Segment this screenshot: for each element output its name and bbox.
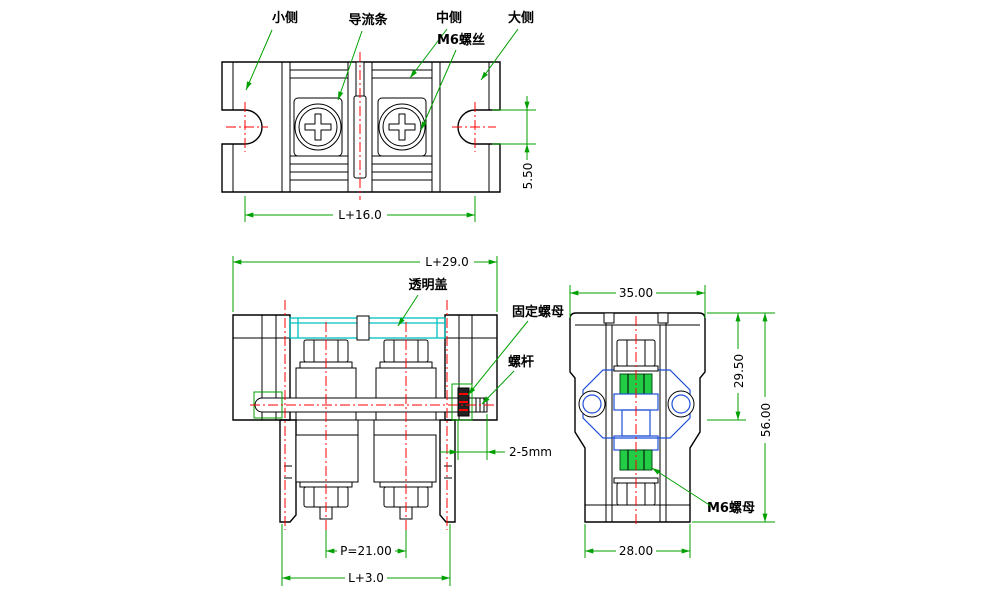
slot-width-dimension: 5.50 — [492, 96, 536, 189]
label-guide-bar: 导流条 — [348, 12, 388, 28]
lower-housing — [279, 419, 456, 523]
leader-m6-nut — [651, 467, 712, 507]
phillips-cross-icon — [388, 113, 416, 141]
overall-height-value: 56.00 — [759, 403, 773, 437]
label-middle-side: 中侧 — [436, 10, 462, 26]
terminal-pitch-value: P=21.00 — [340, 544, 392, 558]
side-view: L+29.0 2-5mm P=21.00 L+3.0 — [232, 255, 564, 586]
leader-large-side — [480, 28, 519, 81]
fixing-nut — [451, 383, 473, 421]
mounting-hole-left — [578, 390, 606, 418]
right-m6-screw — [378, 103, 426, 151]
mounting-pitch-dimension: L+16.0 — [244, 196, 476, 222]
flange-edge-lines — [232, 62, 490, 192]
left-m6-screw — [294, 103, 342, 151]
front-inner-walls — [575, 312, 700, 522]
upper-height-value: 29.50 — [732, 354, 746, 388]
side-view-callouts: 透明盖 固定螺母 螺杆 — [397, 277, 564, 405]
leader-m6-screw — [420, 49, 457, 131]
label-fixing-nut: 固定螺母 — [512, 304, 564, 320]
top-view-outline — [221, 61, 501, 193]
base-length-dimension: L+3.0 — [281, 524, 451, 586]
top-view: 5.50 L+16.0 小侧 导流条 中侧 M6螺丝 大侧 — [221, 10, 536, 222]
mounting-hole-right — [667, 390, 695, 418]
leader-small-side — [245, 29, 273, 91]
label-m6-screw: M6螺丝 — [437, 32, 485, 48]
leader-middle-side — [409, 28, 448, 79]
top-view-centerlines — [226, 52, 496, 200]
front-view-callouts: M6螺母 — [651, 467, 755, 516]
top-width-value: 35.00 — [619, 286, 653, 300]
mounting-pitch-value: L+16.0 — [338, 208, 381, 222]
overall-length-value: L+29.0 — [425, 255, 468, 269]
base-width-value: 28.00 — [619, 544, 653, 558]
label-screw-rod: 螺杆 — [508, 354, 534, 370]
label-large-side: 大侧 — [508, 10, 534, 26]
rod-protrusion-value: 2-5mm — [509, 445, 552, 459]
front-view-outline — [569, 312, 706, 523]
rod-protrusion-dimension: 2-5mm — [440, 414, 552, 460]
side-view-centerlines — [250, 300, 494, 530]
overall-length-dimension: L+29.0 — [232, 255, 498, 312]
label-clear-cover: 透明盖 — [408, 277, 447, 293]
terminal-pitch-dimension: P=21.00 — [325, 530, 407, 558]
leader-screw-rod — [481, 370, 515, 405]
overall-height-dimension: 56.00 — [692, 313, 775, 523]
top-view-callouts: 小侧 导流条 中侧 M6螺丝 大侧 — [245, 10, 534, 131]
base-width-dimension: 28.00 — [584, 524, 691, 558]
slot-width-value: 5.50 — [521, 163, 535, 190]
label-small-side: 小侧 — [272, 10, 298, 26]
leader-guide-bar — [337, 30, 363, 101]
upper-height-dimension: 29.50 — [707, 312, 775, 421]
label-m6-nut: M6螺母 — [707, 500, 755, 516]
leader-fixing-nut — [467, 320, 529, 396]
clear-cover — [289, 315, 446, 341]
leader-clear-cover — [397, 294, 419, 327]
phillips-cross-icon — [304, 113, 332, 141]
top-width-dimension: 35.00 — [569, 285, 706, 318]
base-length-value: L+3.0 — [348, 571, 384, 585]
front-view: 35.00 28.00 29.50 56.00 M6螺母 — [569, 285, 775, 558]
